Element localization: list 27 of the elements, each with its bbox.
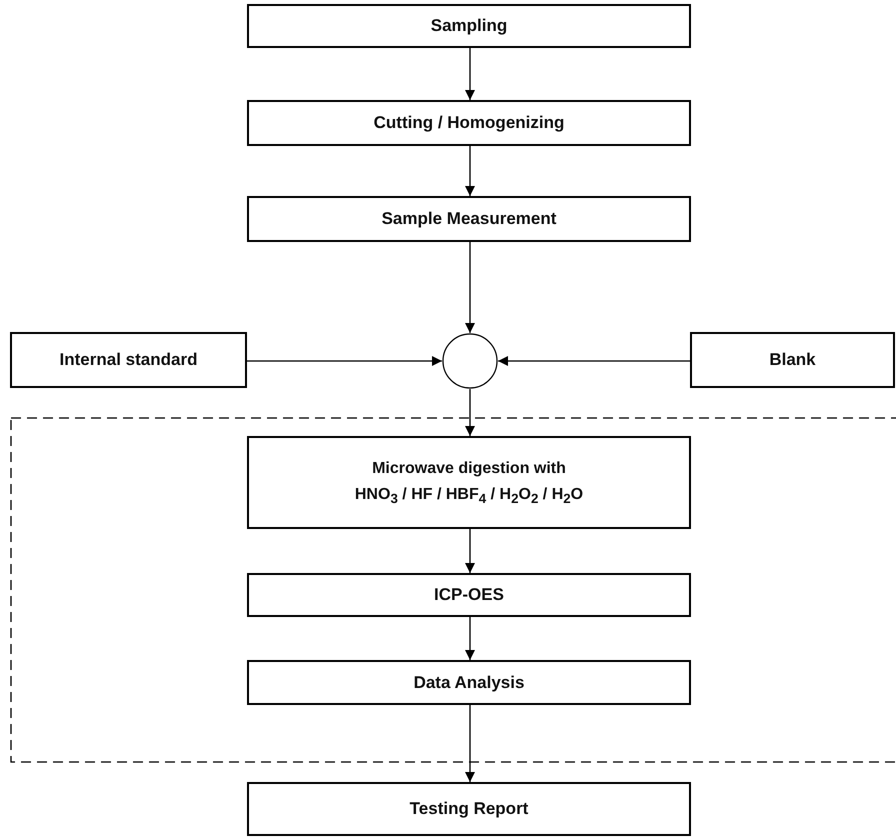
arrow bbox=[465, 146, 475, 196]
process-box bbox=[247, 660, 691, 705]
step-label: Data Analysis bbox=[412, 672, 526, 694]
arrow bbox=[465, 529, 475, 573]
process-box bbox=[247, 573, 691, 617]
step-label: Blank bbox=[768, 349, 817, 372]
step-label: Cutting / Homogenizing bbox=[372, 112, 566, 134]
process-box bbox=[690, 332, 895, 388]
arrow bbox=[465, 48, 475, 100]
step-label: Sampling bbox=[430, 15, 508, 38]
process-box bbox=[247, 196, 691, 242]
step-label: Microwave digestion with HNO$_{3}$ / HF / HBF$_{4}$ / H$_{2}$O$_{2}$ / H$_{2}$O bbox=[354, 458, 584, 508]
process-box bbox=[247, 4, 691, 48]
process-box bbox=[247, 100, 691, 146]
arrow bbox=[465, 617, 475, 660]
arrow bbox=[465, 242, 475, 333]
arrow bbox=[465, 389, 475, 436]
step-label: Testing Report bbox=[408, 798, 530, 820]
process-box bbox=[247, 436, 691, 529]
process-box bbox=[10, 332, 247, 388]
process-box bbox=[247, 782, 691, 836]
step-label: Internal standard bbox=[58, 349, 198, 372]
step-label: ICP-OES bbox=[433, 584, 505, 606]
arrow bbox=[498, 356, 690, 366]
arrow bbox=[247, 356, 442, 366]
arrow bbox=[465, 705, 475, 782]
step-label: Sample Measurement bbox=[380, 208, 558, 230]
